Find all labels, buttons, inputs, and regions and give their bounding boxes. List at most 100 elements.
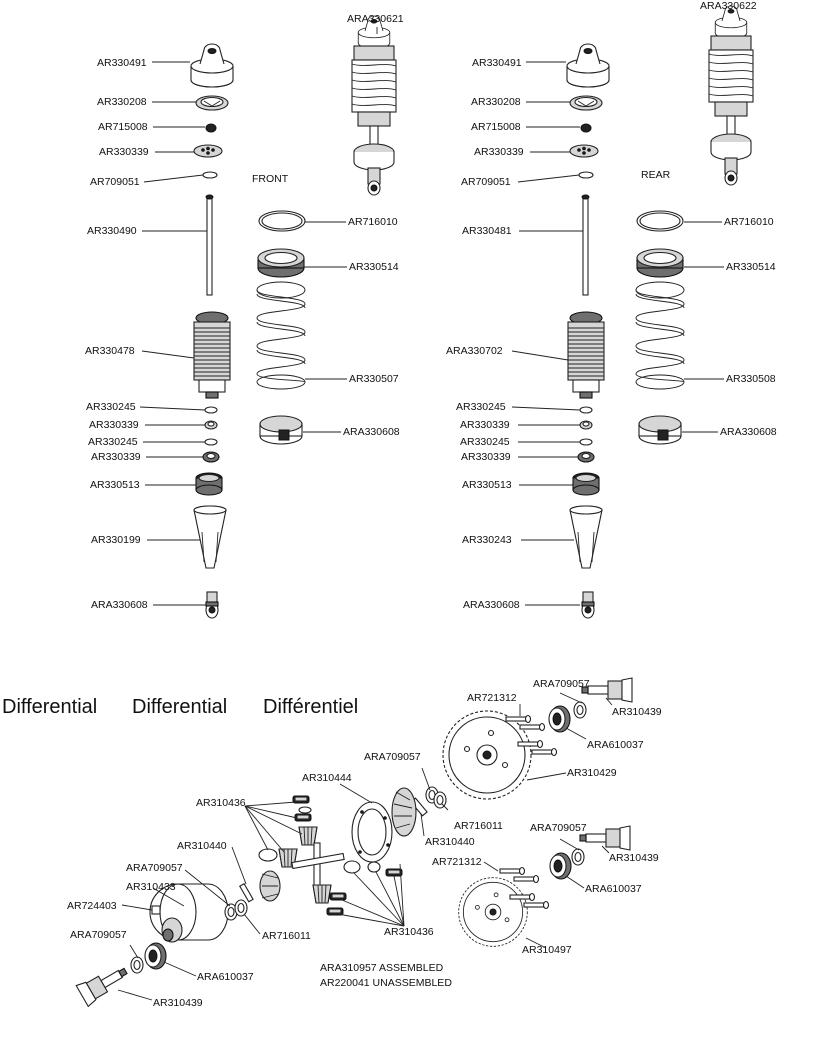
diff-washer-mid-right-label: ARA709057	[530, 822, 587, 834]
front-spacer-b-label: AR330339	[91, 451, 141, 463]
section-title-de: Differential	[132, 696, 228, 718]
diff-outdrive-bottom-left-label: AR310439	[153, 997, 203, 1009]
diff-washer-bottom-left-label: ARA709057	[70, 929, 127, 941]
rear-spacer-a-part	[579, 420, 593, 430]
rear-assembled-shock	[709, 6, 753, 185]
bevel-gears-top-part	[278, 795, 318, 868]
front-cap-label: AR330491	[97, 57, 147, 69]
bearing-bottom-left-part	[144, 942, 167, 970]
front-spring-cup-part	[259, 415, 303, 445]
rear-shaft-part	[581, 194, 590, 296]
rear-washer-label: AR709051	[461, 176, 511, 188]
section-title-fr: Différentiel	[263, 696, 359, 718]
rear-piston-part	[569, 144, 599, 158]
diff-ring-gear-bottom-label: AR310497	[522, 944, 572, 956]
rear-cap-part	[566, 43, 610, 88]
front-body-label: AR330478	[85, 345, 135, 357]
front-oring-label: AR716010	[348, 216, 398, 228]
front-piston-part	[193, 144, 223, 158]
rear-bottom-cap-part	[572, 472, 600, 496]
rear-seal-b-label: AR330245	[460, 436, 510, 448]
diff-washer-mid-label: ARA709057	[364, 751, 421, 763]
diff-oring-mid-label: AR716011	[454, 820, 503, 832]
ring-gear-bottom-part	[458, 877, 528, 947]
front-piston-label: AR330339	[99, 146, 149, 158]
front-washer-part	[202, 171, 218, 179]
outdrive-mid-right-part	[579, 825, 631, 851]
front-spacer-a-label: AR330339	[89, 419, 139, 431]
rear-piston-label: AR330339	[474, 146, 524, 158]
diff-washer-left-label: ARA709057	[126, 862, 183, 874]
diff-leader-lines	[117, 692, 613, 1001]
rear-shaft-label: AR330481	[462, 225, 512, 237]
front-body-part	[193, 311, 231, 399]
rear-collar-label: AR330514	[726, 261, 776, 273]
rear-rod-end-part	[581, 591, 595, 619]
diff-washer-top-right-label: ARA709057	[533, 678, 590, 690]
front-seal-b-label: AR330245	[88, 436, 138, 448]
front-leader-lines	[139, 27, 378, 606]
front-boot-part	[193, 505, 227, 569]
front-assembled-shock	[352, 16, 396, 195]
front-seal-b-part	[204, 438, 218, 446]
diff-case-label: AR310433	[126, 881, 176, 893]
rear-nut-label: AR715008	[471, 121, 521, 133]
washer-mid-right-part	[571, 848, 585, 866]
rear-spacer-a-label: AR330339	[460, 419, 510, 431]
front-nut-part	[205, 123, 217, 133]
front-bottom-cap-label: AR330513	[90, 479, 140, 491]
diff-outdrive-mid-right-label: AR310439	[609, 852, 659, 864]
rear-body-part	[567, 311, 605, 399]
rear-spacer-b-label: AR330339	[461, 451, 511, 463]
rear-spring-cup-label: ARA330608	[720, 426, 777, 438]
front-nut-label: AR715008	[98, 121, 148, 133]
bearing-mid-right-part	[549, 852, 572, 880]
rear-bladder-label: AR330208	[471, 96, 521, 108]
diff-unassembled-label: AR220041 UNASSEMBLED	[320, 977, 452, 989]
ring-gear-top-part	[442, 710, 532, 800]
pin-left-part	[151, 905, 161, 915]
front-collar-part	[257, 248, 305, 278]
diff-ring-gear-top-label: AR310429	[567, 767, 617, 779]
front-bladder-part	[195, 95, 229, 111]
front-spring-cup-label: ARA330608	[343, 426, 400, 438]
front-seal-a-label: AR330245	[86, 401, 136, 413]
front-collar-label: AR330514	[349, 261, 399, 273]
section-title-en: Differential	[2, 696, 98, 718]
diff-pins-mid-right-label: AR721312	[432, 856, 482, 868]
washer-bottom-left-part	[130, 956, 144, 974]
front-bottom-cap-part	[195, 472, 223, 496]
spider-gear-left-part	[259, 870, 281, 902]
diff-shim-mid-label: AR310440	[425, 836, 475, 848]
diff-pins-top-label: AR721312	[467, 692, 517, 704]
rear-boot-label: AR330243	[462, 534, 512, 546]
diff-bevel-gears-top-label: AR310436	[196, 797, 246, 809]
front-spacer-a-part	[204, 420, 218, 430]
rear-nut-part	[580, 123, 592, 133]
rear-washer-part	[578, 171, 594, 179]
diff-bearing-bottom-left-label: ARA610037	[197, 971, 254, 983]
front-shaft-label: AR330490	[87, 225, 137, 237]
bevel-gears-bottom-part	[312, 860, 403, 916]
front-assembly-label: ARA330621	[347, 13, 404, 25]
front-oring-part	[258, 210, 306, 232]
front-washer-label: AR709051	[90, 176, 140, 188]
diff-shim-left-label: AR310440	[177, 840, 227, 852]
front-spring-part	[256, 281, 306, 390]
gasket-part	[351, 801, 393, 863]
rear-seal-a-part	[579, 406, 593, 414]
rear-seal-b-part	[579, 438, 593, 446]
oring-left-part	[234, 899, 248, 917]
rear-leader-lines	[511, 61, 724, 606]
rear-rod-end-label: ARA330608	[463, 599, 520, 611]
diff-oring-left-label: AR716011	[262, 930, 311, 942]
rear-bladder-part	[569, 95, 603, 111]
diff-bevel-gears-bottom-label: AR310436	[384, 926, 434, 938]
shim-left-part	[239, 882, 254, 903]
front-boot-label: AR330199	[91, 534, 141, 546]
rear-cap-label: AR330491	[472, 57, 522, 69]
rear-bottom-cap-label: AR330513	[462, 479, 512, 491]
rear-collar-part	[636, 248, 684, 278]
rear-body-label: ARA330702	[446, 345, 503, 357]
